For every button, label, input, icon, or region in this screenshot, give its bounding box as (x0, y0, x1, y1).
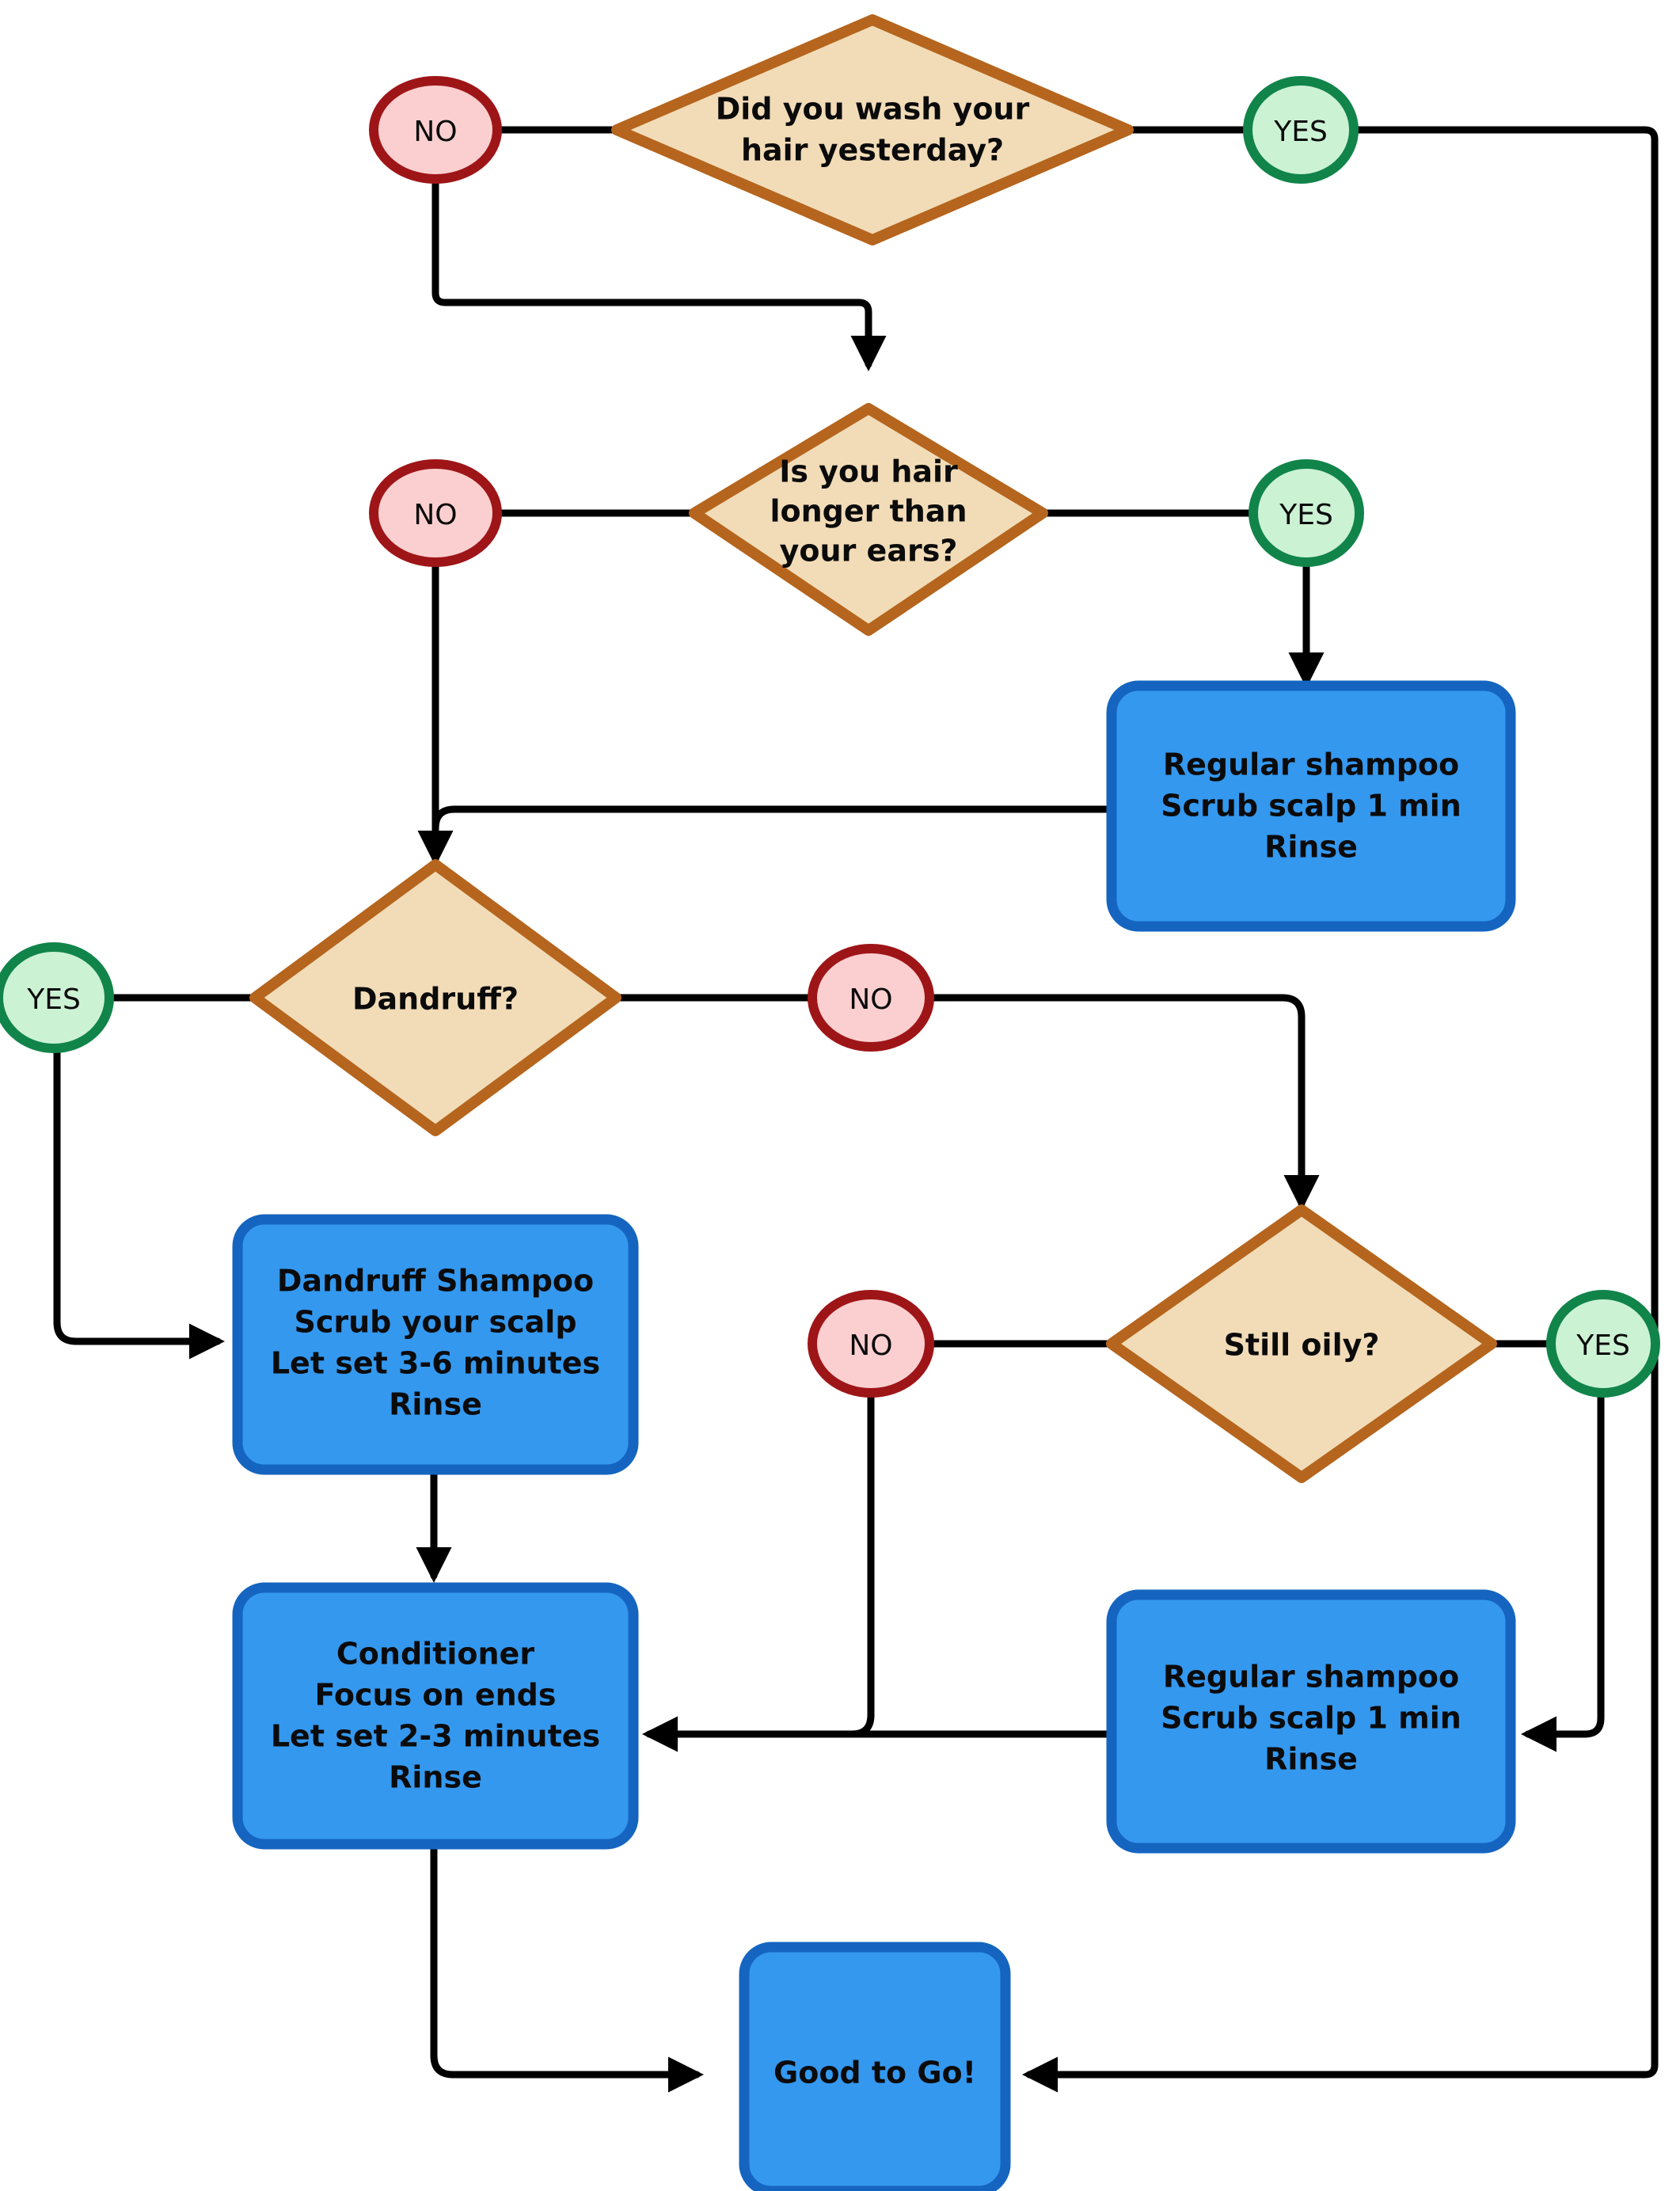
decision-still-oily[interactable]: Still oily? (1106, 1204, 1497, 1483)
edge-layer (53, 126, 1659, 2093)
edge-no1-to-q2 (431, 175, 887, 371)
process-line-3: Rinse (1264, 830, 1358, 865)
pill-label: YES (1575, 1329, 1630, 1362)
process-shape (232, 1214, 639, 1475)
process-line-2: Focus on ends (315, 1678, 557, 1713)
process-line-3: Rinse (1264, 1742, 1358, 1777)
answer-pill-yes-2[interactable]: YES (1249, 459, 1364, 567)
process-line-2: Scrub scalp 1 min (1161, 789, 1461, 824)
decision-shape (249, 859, 621, 1136)
pill-label: NO (413, 499, 457, 531)
edge-yes3-to-dandruff-shampoo (53, 1045, 225, 1360)
pill-shape (369, 76, 502, 184)
process-regular-shampoo-top[interactable]: Regular shampoo Scrub scalp 1 min Rinse (1106, 680, 1516, 932)
process-line-3: Let set 2-3 minutes (271, 1719, 600, 1754)
pill-shape (0, 942, 114, 1053)
pill-shape (369, 459, 502, 567)
edge-yes1-to-goodtogo (1022, 126, 1659, 2093)
decision-shape (689, 403, 1048, 636)
process-line-1: Regular shampoo (1163, 1660, 1459, 1695)
process-line-4: Rinse (389, 1760, 482, 1795)
decision-line-2: longer than (770, 494, 967, 529)
answer-pill-no-1[interactable]: NO (369, 76, 502, 184)
answer-pill-yes-4[interactable]: YES (1546, 1290, 1660, 1398)
pill-label: NO (413, 116, 457, 148)
pill-label: YES (26, 983, 81, 1016)
decision-line-1: Still oily? (1224, 1328, 1380, 1363)
process-line-2: Scrub your scalp (294, 1305, 576, 1340)
process-shape (739, 1942, 1011, 2191)
pill-label: YES (1273, 116, 1328, 148)
decision-line-1: Is you hair (779, 455, 958, 489)
pill-shape (1243, 76, 1359, 184)
decision-did-you-wash[interactable]: Did you wash your hair yesterday? (611, 14, 1134, 245)
answer-pill-no-4[interactable]: NO (808, 1290, 934, 1398)
answer-pill-no-3[interactable]: NO (808, 944, 934, 1052)
process-shape (1106, 1589, 1516, 1854)
process-line-4: Rinse (389, 1387, 482, 1422)
process-regular-shampoo-bottom[interactable]: Regular shampoo Scrub scalp 1 min Rinse (1106, 1589, 1516, 1854)
decision-line-2: hair yesterday? (741, 133, 1004, 168)
decision-shape (611, 14, 1134, 245)
edge-conditioner-to-goodtogo (430, 1841, 704, 2093)
pill-label: YES (1279, 499, 1333, 531)
process-line-3: Let set 3-6 minutes (271, 1346, 600, 1381)
process-dandruff-shampoo[interactable]: Dandruff Shampoo Scrub your scalp Let se… (232, 1214, 639, 1475)
pill-label: NO (849, 983, 892, 1016)
process-good-to-go[interactable]: Good to Go! (739, 1942, 1011, 2191)
process-conditioner[interactable]: Conditioner Focus on ends Let set 2-3 mi… (232, 1582, 639, 1850)
process-line-2: Scrub scalp 1 min (1161, 1701, 1461, 1736)
process-line-1: Regular shampoo (1163, 747, 1459, 782)
decision-dandruff[interactable]: Dandruff? (249, 859, 621, 1136)
answer-pill-yes-3[interactable]: YES (0, 942, 114, 1053)
process-shape (1106, 680, 1516, 932)
pill-shape (808, 1290, 934, 1398)
pill-shape (1249, 459, 1364, 567)
answer-pill-yes-1[interactable]: YES (1243, 76, 1359, 184)
process-line-1: Good to Go! (773, 2056, 976, 2090)
decision-line-3: your ears? (780, 534, 958, 569)
edge-yes4-to-regular-bottom (1521, 1391, 1605, 1752)
pill-shape (808, 944, 934, 1052)
edge-no4-to-conditioner (709, 1391, 875, 1738)
decision-hair-longer-than-ears[interactable]: Is you hair longer than your ears? (689, 403, 1048, 636)
pill-label: NO (849, 1329, 892, 1362)
decision-shape (1106, 1204, 1497, 1483)
decision-line-1: Did you wash your (716, 92, 1030, 127)
edge-no3-to-still-oily (867, 994, 1320, 1211)
process-line-1: Conditioner (336, 1637, 534, 1672)
edge-regular-top-to-dandruff (431, 805, 1112, 832)
process-shape (232, 1582, 639, 1850)
process-line-1: Dandruff Shampoo (277, 1264, 594, 1299)
answer-pill-no-2[interactable]: NO (369, 459, 502, 567)
decision-line-1: Dandruff? (352, 982, 519, 1017)
pill-shape (1546, 1290, 1660, 1398)
